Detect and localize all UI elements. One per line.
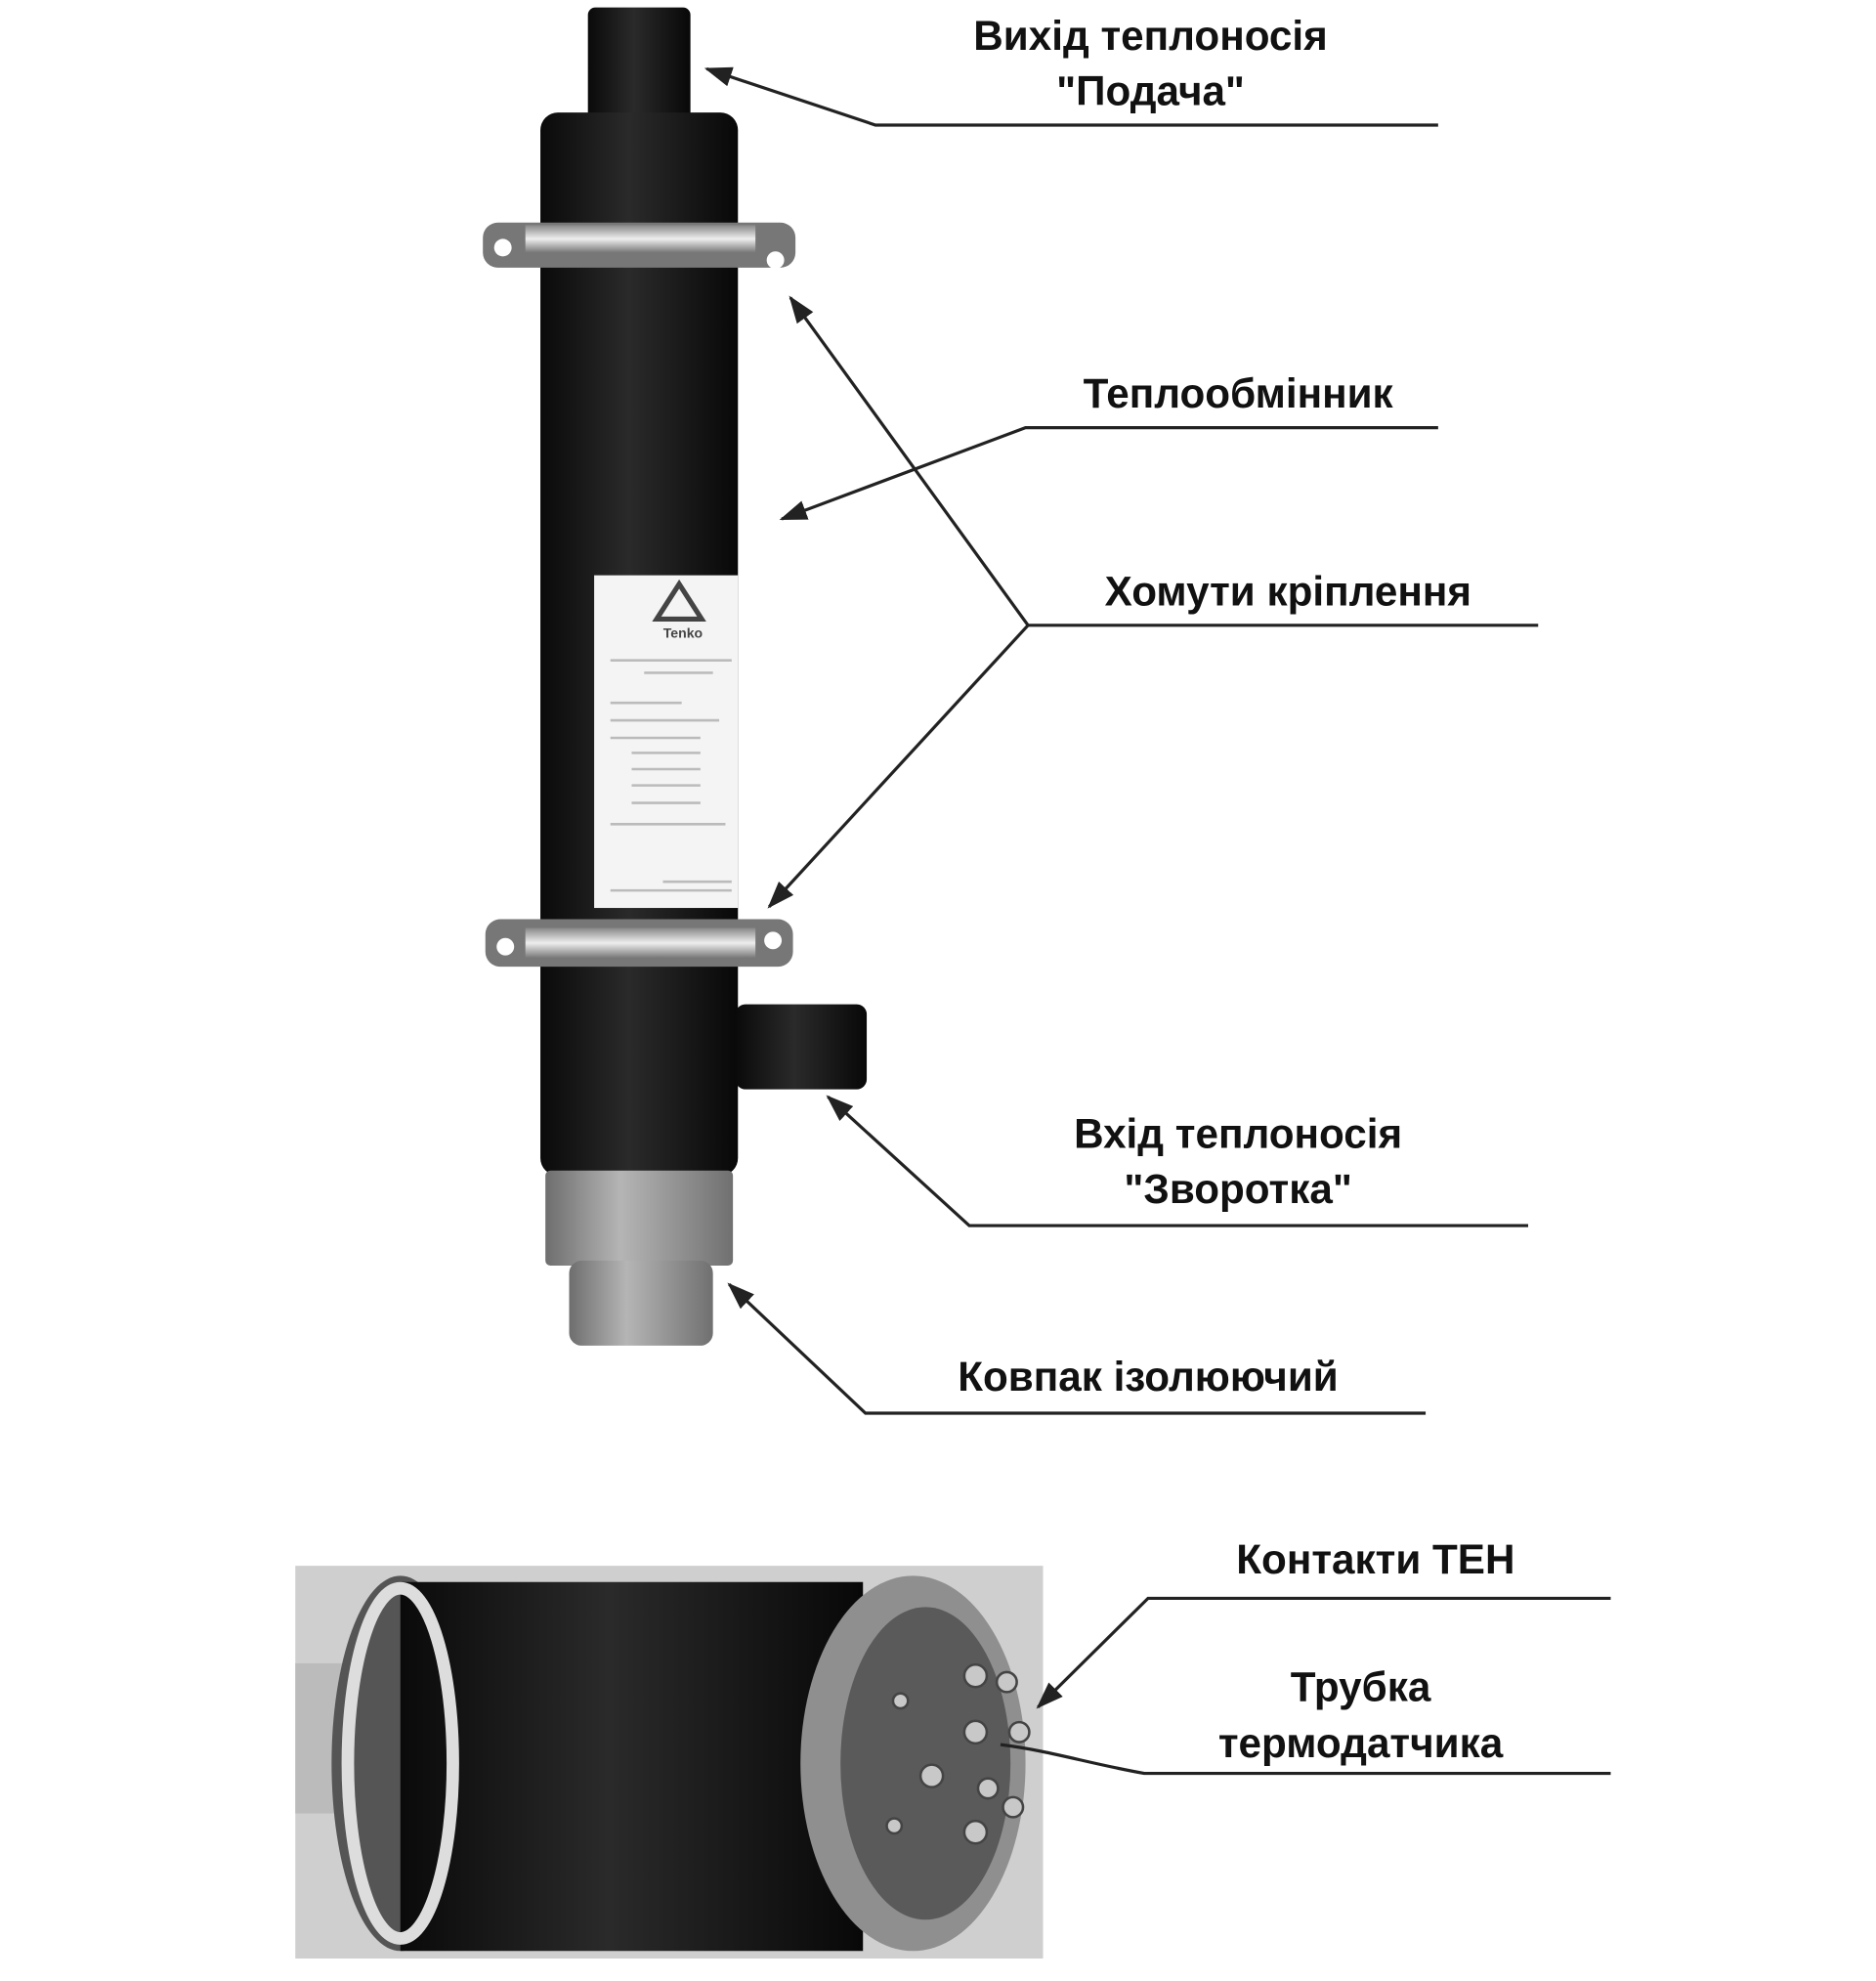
inlet-nozzle (735, 1004, 868, 1090)
product-sticker: Tenko (594, 575, 739, 909)
heater-body: Tenko (483, 7, 868, 1346)
sensor-tube-label-line1: Трубка (1291, 1663, 1431, 1709)
contact-terminals (885, 1662, 1031, 1845)
outlet-nozzle (587, 7, 691, 123)
inlet-label-line1: Вхід теплоносія (1074, 1111, 1402, 1157)
outlet-label-line1: Вихід теплоносія (973, 13, 1327, 59)
callout-lines (704, 66, 1611, 1776)
brand-label: Tenko (663, 625, 704, 641)
inlet-label-line2: "Зворотка" (1124, 1166, 1351, 1212)
clamps-label: Хомути кріплення (1105, 568, 1471, 614)
insulating-cap (545, 1170, 734, 1346)
outlet-label-line2: "Подача" (1056, 67, 1245, 113)
cap-label: Ковпак ізолюючий (958, 1354, 1339, 1400)
bottom-clamp (485, 919, 793, 968)
sensor-tube-label-line2: термодатчика (1218, 1720, 1504, 1766)
contacts-label: Контакти ТЕН (1236, 1536, 1514, 1582)
contacts-photo (295, 1566, 1044, 1959)
top-clamp (483, 222, 796, 270)
heat-exchanger-label: Теплообмінник (1084, 370, 1394, 416)
